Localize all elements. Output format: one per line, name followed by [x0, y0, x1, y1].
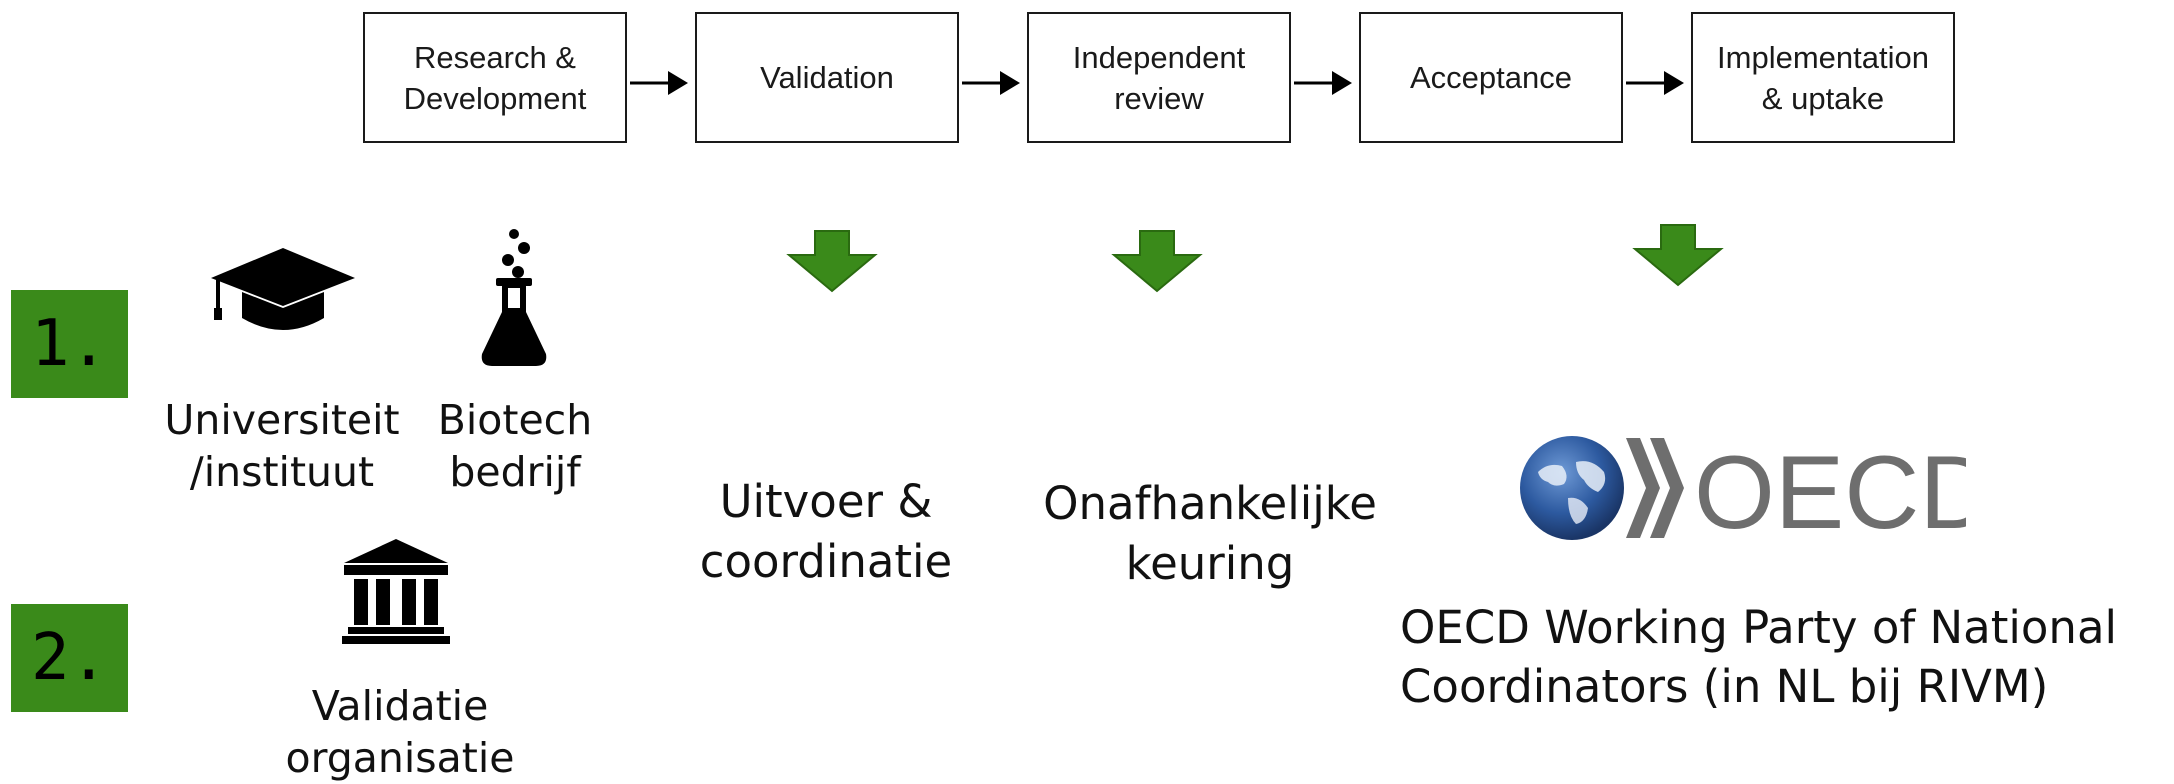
label-validatie-organisatie: Validatie organisatie [285, 682, 515, 782]
globe-icon [1520, 436, 1624, 540]
badge-1: 1. [11, 290, 128, 398]
green-down-arrow-icon [1632, 224, 1724, 287]
label-biotech: Biotech bedrijf [437, 396, 593, 496]
graduation-cap-icon [211, 248, 355, 330]
arrow-right-icon [1294, 71, 1352, 95]
step-implementation-uptake: Implementation & uptake [1691, 12, 1955, 143]
arrow-right-icon [1626, 71, 1684, 95]
institution-icon [342, 539, 450, 644]
label-universiteit: Universiteit /instituut [164, 396, 400, 496]
step-validation: Validation [695, 12, 959, 143]
green-down-arrow-icon [1111, 230, 1203, 293]
step-research-development: Research & Development [363, 12, 627, 143]
oecd-logo: OECD [1520, 435, 1966, 544]
arrow-right-icon [962, 71, 1020, 95]
green-down-arrow-icon [786, 230, 878, 293]
oecd-logo-text: OECD [1694, 435, 1966, 544]
badge-2: 2. [11, 604, 128, 712]
label-uitvoer-coordinatie: Uitvoer & coordinatie [699, 475, 953, 588]
flask-icon [481, 229, 547, 366]
label-oecd-working-party: OECD Working Party of National Coordinat… [1400, 601, 2118, 713]
arrow-right-icon [630, 71, 688, 95]
step-acceptance: Acceptance [1359, 12, 1623, 143]
label-onafhankelijke-keuring: Onafhankelijke keuring [1043, 477, 1377, 590]
step-independent-review: Independent review [1027, 12, 1291, 143]
